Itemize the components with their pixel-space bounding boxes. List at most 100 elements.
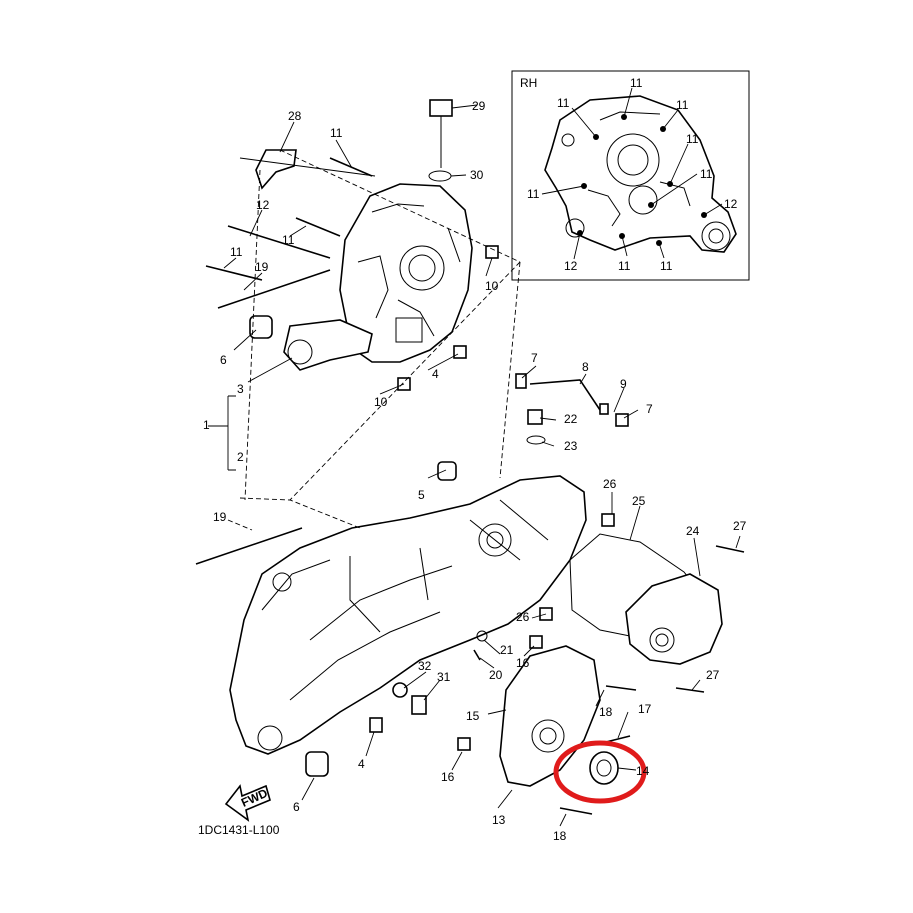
bolt-18	[605, 685, 637, 691]
inset-callout: 12	[724, 197, 738, 211]
inset-callout: 11	[686, 132, 699, 146]
inset-callout: 11	[557, 96, 570, 110]
bolt-17	[605, 735, 631, 743]
callout: 6	[293, 800, 300, 814]
callout: 2	[237, 450, 244, 464]
lower-crankcase-group	[195, 261, 745, 827]
inset-callout: 11	[527, 187, 540, 201]
cover-24	[625, 573, 723, 665]
inset-title: RH	[520, 76, 537, 90]
callout: 11	[282, 233, 295, 247]
dowel-pin	[485, 245, 499, 259]
o-ring-23	[526, 435, 546, 445]
callout: 10	[485, 279, 499, 293]
dowel-26	[601, 513, 615, 527]
callout: 11	[330, 126, 343, 140]
callout: 30	[470, 168, 484, 182]
callout: 16	[516, 656, 530, 670]
callout: 24	[686, 524, 700, 538]
callout: 22	[564, 412, 578, 426]
rh-bearing-bore	[606, 133, 660, 187]
highlight-circle	[553, 740, 647, 804]
bolt-11	[239, 157, 376, 177]
callout: 8	[582, 360, 589, 374]
diagram-code: 1DC1431-L100	[198, 823, 280, 837]
rh-crankcase-drawing	[544, 95, 737, 253]
inset-callout: 11	[700, 167, 713, 181]
inset-callout: 11	[676, 98, 689, 112]
callout-14: 14	[636, 764, 650, 778]
callout: 13	[492, 813, 506, 827]
callout: 10	[374, 395, 388, 409]
dowel-16	[457, 737, 471, 751]
callout: 25	[632, 494, 646, 508]
bracket-28	[255, 149, 297, 190]
engine-mount-3	[283, 319, 373, 371]
bolt-20	[473, 649, 481, 661]
crankcase-bearing-bore	[399, 245, 445, 291]
callout: 11	[230, 245, 243, 259]
bushing-5	[437, 461, 457, 481]
callout: 19	[213, 510, 227, 524]
dowel-4	[369, 717, 383, 733]
callout: 9	[620, 377, 627, 391]
fitting-7	[515, 373, 527, 389]
bushing-6	[249, 315, 273, 339]
dowel-pin	[453, 345, 467, 359]
callout: 12	[256, 198, 270, 212]
fwd-arrow-icon	[224, 784, 271, 822]
clip-9	[599, 403, 609, 415]
bolt-27	[715, 545, 745, 553]
callout-labels: 28 29 30 11 12 11 11 19 6 3 1 2 10 10 4 …	[203, 99, 747, 843]
fitting-7	[615, 413, 629, 427]
o-ring-30	[428, 170, 452, 182]
upper-crankcase-group	[205, 99, 521, 501]
bushing-6	[305, 751, 329, 777]
hose-8	[529, 379, 601, 411]
rh-inset: RH 11 11 11 11 11 11 11 11 12 12	[511, 70, 750, 281]
washer-32	[392, 682, 408, 698]
callout: 32	[418, 659, 432, 673]
callout: 31	[437, 670, 451, 684]
callout: 29	[472, 99, 486, 113]
callout: 3	[237, 382, 244, 396]
callout: 16	[441, 770, 455, 784]
dowel-16	[529, 635, 543, 649]
callout: 20	[489, 668, 503, 682]
callout: 7	[646, 402, 653, 416]
inset-frame	[511, 70, 750, 281]
callout: 1	[203, 418, 210, 432]
plug-22	[527, 409, 543, 425]
callout: 26	[603, 477, 617, 491]
plug-31	[411, 695, 427, 715]
inset-callout: 11	[660, 259, 673, 273]
bolt-12	[227, 225, 331, 259]
callout: 6	[220, 353, 227, 367]
oil-seal-14	[589, 751, 619, 785]
sensor-29	[429, 99, 453, 117]
callout: 17	[638, 702, 652, 716]
callout: 21	[500, 643, 514, 657]
callout: 15	[466, 709, 480, 723]
bolt-11	[295, 217, 341, 237]
callout: 7	[531, 351, 538, 365]
callout: 27	[706, 668, 720, 682]
inset-callout: 11	[630, 76, 643, 90]
stud-19	[217, 269, 331, 309]
stud-19	[195, 527, 303, 565]
callout: 19	[255, 260, 269, 274]
callout: 26	[516, 610, 530, 624]
callout: 5	[418, 488, 425, 502]
callout: 18	[599, 705, 613, 719]
callout: 4	[358, 757, 365, 771]
fwd-arrow: FWD	[224, 784, 271, 822]
bolt-27	[675, 687, 705, 693]
callout: 28	[288, 109, 302, 123]
callout: 23	[564, 439, 578, 453]
washer-21	[476, 630, 488, 642]
callout: 18	[553, 829, 567, 843]
inset-callout: 11	[618, 259, 631, 273]
inset-callout: 12	[564, 259, 578, 273]
bolt-11	[205, 265, 263, 281]
